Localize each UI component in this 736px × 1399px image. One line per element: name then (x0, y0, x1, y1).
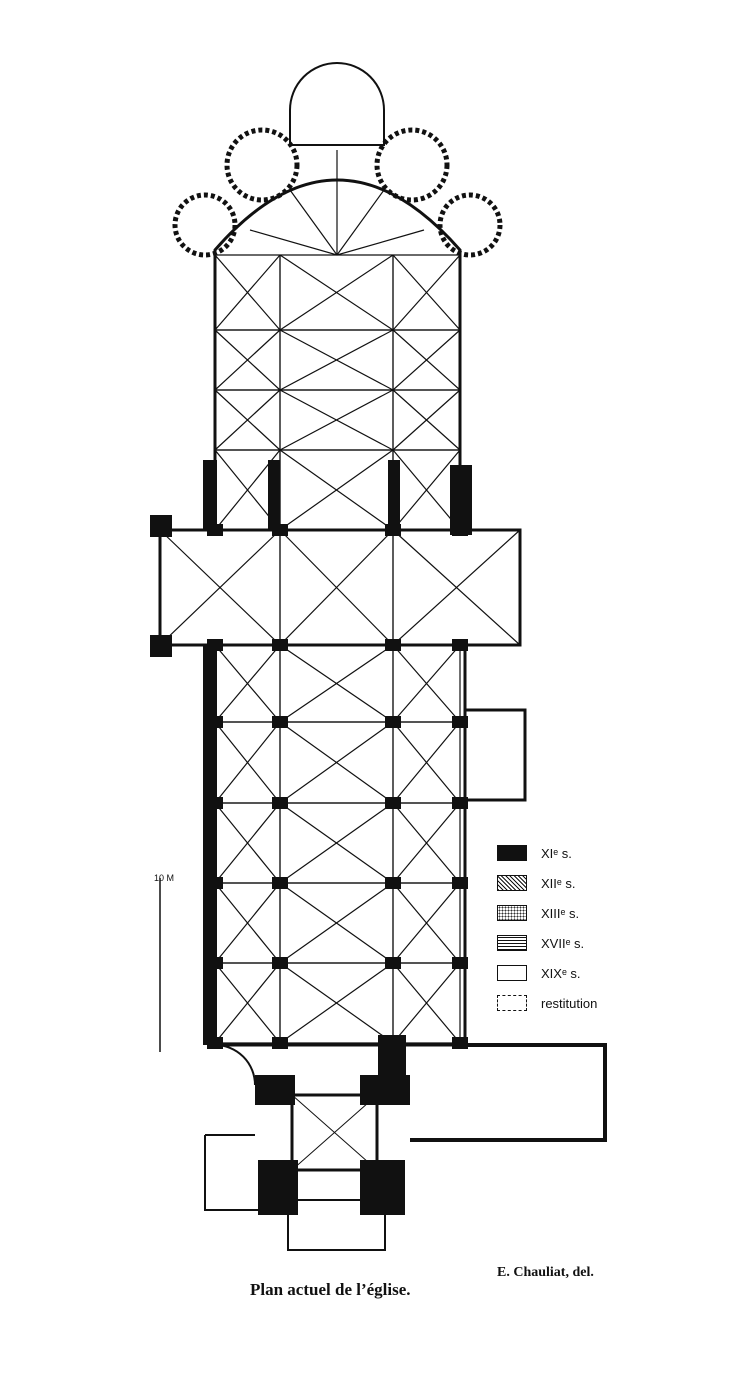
legend: XIᵉ s. XIIᵉ s. XIIIᵉ s. XVIIᵉ s. XIXᵉ s.… (497, 838, 597, 1018)
legend-item-xii: XIIᵉ s. (497, 868, 597, 898)
hatch-swatch-icon (497, 875, 527, 891)
legend-label: XIIᵉ s. (541, 875, 576, 891)
pier (452, 716, 468, 728)
pier (207, 524, 223, 536)
pier (272, 716, 288, 728)
pier (207, 639, 223, 651)
drawing-credit: E. Chauliat, del. (497, 1265, 594, 1280)
pier (385, 1037, 401, 1049)
choir-wall (213, 178, 462, 530)
scale-label: 10 M (154, 873, 175, 883)
dashed-swatch-icon (497, 995, 527, 1011)
tower-bay (290, 1093, 379, 1172)
pier (385, 524, 401, 536)
pier (385, 957, 401, 969)
legend-label: XIIIᵉ s. (541, 905, 580, 921)
figure-caption: Plan actuel de l’église. (250, 1280, 411, 1299)
pier (385, 877, 401, 889)
pier (207, 1037, 223, 1049)
xi-century-masonry (150, 460, 472, 1215)
pier (272, 957, 288, 969)
dotted-swatch-icon (497, 905, 527, 921)
legend-label: restitution (541, 995, 598, 1011)
pier (385, 797, 401, 809)
pier (207, 877, 223, 889)
radiating-chapel-far-left (172, 192, 238, 258)
side-chapel (465, 708, 527, 802)
pier (452, 957, 468, 969)
pier (207, 716, 223, 728)
axial-chapel (289, 62, 385, 146)
pier (452, 877, 468, 889)
radiating-chapel-right (374, 127, 450, 203)
pier (452, 797, 468, 809)
piers (207, 524, 468, 1049)
pier (272, 524, 288, 536)
nave (208, 643, 467, 1047)
pier (452, 524, 468, 536)
legend-item-restitution: restitution (497, 988, 597, 1018)
legend-item-xvii: XVIIᵉ s. (497, 928, 597, 958)
pier (272, 797, 288, 809)
porch (287, 1199, 386, 1251)
pier (207, 957, 223, 969)
legend-label: XIXᵉ s. (541, 965, 581, 981)
legend-item-xiii: XIIIᵉ s. (497, 898, 597, 928)
white-swatch-icon (497, 965, 527, 981)
pier (385, 639, 401, 651)
pier (272, 1037, 288, 1049)
pier (272, 877, 288, 889)
radiating-chapel-left (224, 127, 300, 203)
pier (272, 639, 288, 651)
legend-label: XVIIᵉ s. (541, 935, 585, 951)
pier (452, 1037, 468, 1049)
transept (158, 528, 522, 647)
legend-item-xi: XIᵉ s. (497, 838, 597, 868)
radiating-chapel-far-right (437, 192, 503, 258)
black-swatch-icon (497, 845, 527, 861)
pier (207, 797, 223, 809)
legend-item-xix: XIXᵉ s. (497, 958, 597, 988)
pier (452, 639, 468, 651)
annex (410, 1043, 607, 1142)
legend-label: XIᵉ s. (541, 845, 572, 861)
lined-swatch-icon (497, 935, 527, 951)
walls (158, 62, 607, 1251)
pier (385, 716, 401, 728)
